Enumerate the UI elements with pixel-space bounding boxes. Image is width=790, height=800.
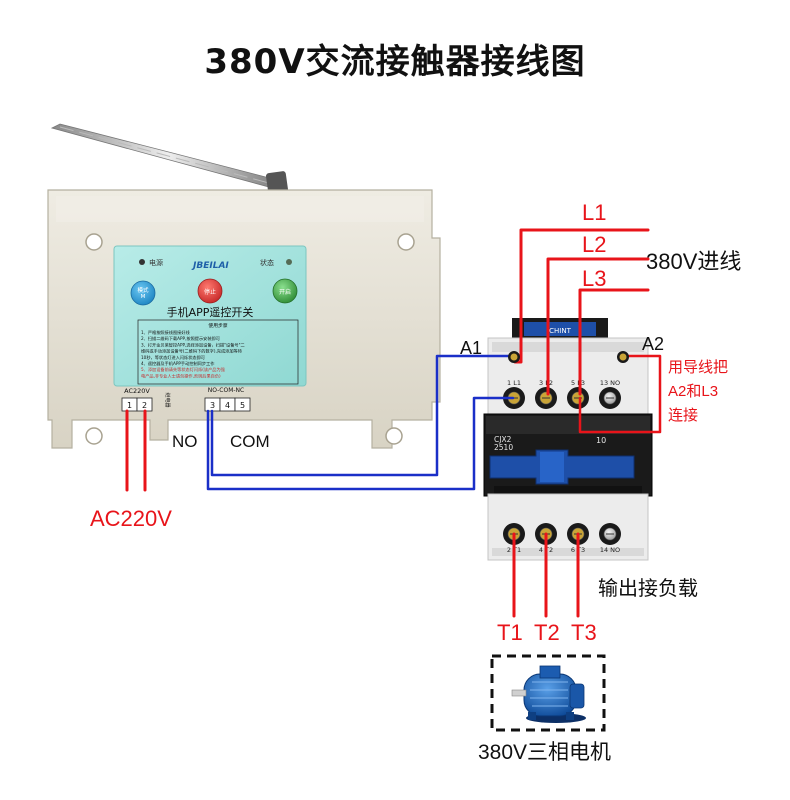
terminal-1: 1	[127, 401, 132, 410]
terminal-ac-label: AC220V	[124, 387, 150, 395]
step-line: 10秒，等状态灯进入闪烁状态即可	[141, 354, 205, 361]
wire-L2	[546, 257, 650, 396]
label-L1: L1	[582, 200, 607, 225]
contactor-top-brand: CHINT	[549, 327, 571, 335]
step-line: 1、严格按照接线图接好线	[141, 329, 191, 336]
steps-list: 1、严格按照接线图接好线2、扫描二维码下载APP,按照提示安装即可3、打开金贝莱…	[141, 329, 245, 379]
step-line: 2、扫描二维码下载APP,按照提示安装即可	[141, 335, 220, 342]
label-motor: 380V三相电机	[478, 741, 612, 764]
label-L2: L2	[582, 232, 607, 257]
contactor-model: CJX2 2510	[494, 435, 514, 452]
steps-box	[137, 319, 299, 385]
mount-hole	[85, 233, 103, 251]
label-A2: A2	[642, 334, 665, 354]
steps-title: 使用步骤	[208, 322, 227, 329]
stop-button[interactable]: 停止	[197, 278, 223, 304]
contactor-number: 10	[596, 436, 606, 445]
terminal-relay-label: NO-COM-NC	[208, 387, 244, 394]
power-label: 电源	[149, 258, 163, 267]
mount-hole	[397, 233, 415, 251]
stop-button-label: 停止	[204, 288, 216, 296]
panel-title: 手机APP遥控开关	[167, 305, 254, 319]
terminal-block-ac: 1 2	[121, 397, 153, 412]
coil-terminal-A2	[617, 351, 629, 363]
top-terminal-label: 5 L3	[571, 379, 585, 387]
terminal-5: 5	[240, 401, 245, 410]
terminal-block-relay: 3 4 5	[204, 397, 251, 412]
wires	[125, 228, 662, 618]
label-A1: A1	[460, 338, 483, 358]
motor-icon	[511, 665, 586, 723]
start-button-label: 开启	[279, 288, 291, 296]
step-line: 维码或手动添加设备号(二维码下的数字),完成添加等待	[141, 348, 243, 355]
top-terminal-label: 1 L1	[507, 379, 521, 387]
label-380v-input: 380V进线	[646, 249, 742, 274]
step-line: 5、添加设备前请先等状态灯闪烁(该产品为强	[141, 366, 226, 373]
note-line-2: A2和L3	[668, 383, 719, 400]
brand-logo: JBEILAI	[191, 261, 229, 271]
start-button[interactable]: 开启	[272, 278, 298, 304]
wire-COM-to-13NO	[206, 396, 515, 491]
bottom-terminal-label: 14 NO	[600, 546, 620, 554]
label-COM: COM	[230, 432, 270, 451]
step-line: 4、遥控器及手机APP手动控制同步工作	[141, 360, 215, 367]
control-panel	[113, 245, 307, 387]
step-line: 3、打开金贝莱智控APP,选择添加设备，扫描"设备号"二	[141, 341, 245, 348]
wire-A2-L3-jumper	[578, 354, 662, 434]
wire-NO-to-A1	[210, 354, 517, 477]
label-L3: L3	[582, 266, 607, 291]
motor-dashed-box	[490, 654, 606, 732]
label-T3: T3	[571, 620, 597, 645]
page-title: 380V交流接触器接线图	[204, 42, 586, 82]
wire-L3	[578, 288, 650, 396]
note-line-3: 连接	[668, 407, 699, 424]
mount-hole	[85, 427, 103, 445]
terminal-2: 2	[142, 401, 147, 410]
label-output: 输出接负载	[598, 578, 698, 600]
top-terminal-label: 3 L2	[539, 379, 553, 387]
label-T1: T1	[497, 620, 523, 645]
note-line-1: 用导线把	[668, 359, 729, 376]
coil-terminal-A1	[508, 351, 520, 363]
relay-tail-label: 继电器	[164, 392, 171, 407]
power-led	[139, 259, 145, 265]
wire-L1	[513, 228, 650, 364]
terminal-3: 3	[210, 401, 215, 410]
step-line: 电产品,非专业人士请勿操作,否则后果自负)	[141, 372, 221, 379]
terminal-4: 4	[225, 401, 230, 410]
label-ac220v: AC220V	[90, 506, 172, 531]
motor-group	[490, 654, 606, 732]
top-terminal-label: 13 NO	[600, 379, 620, 387]
label-T2: T2	[534, 620, 560, 645]
status-led	[286, 259, 292, 265]
label-NO: NO	[172, 432, 198, 451]
mount-hole	[385, 427, 403, 445]
status-label: 状态	[260, 258, 274, 267]
